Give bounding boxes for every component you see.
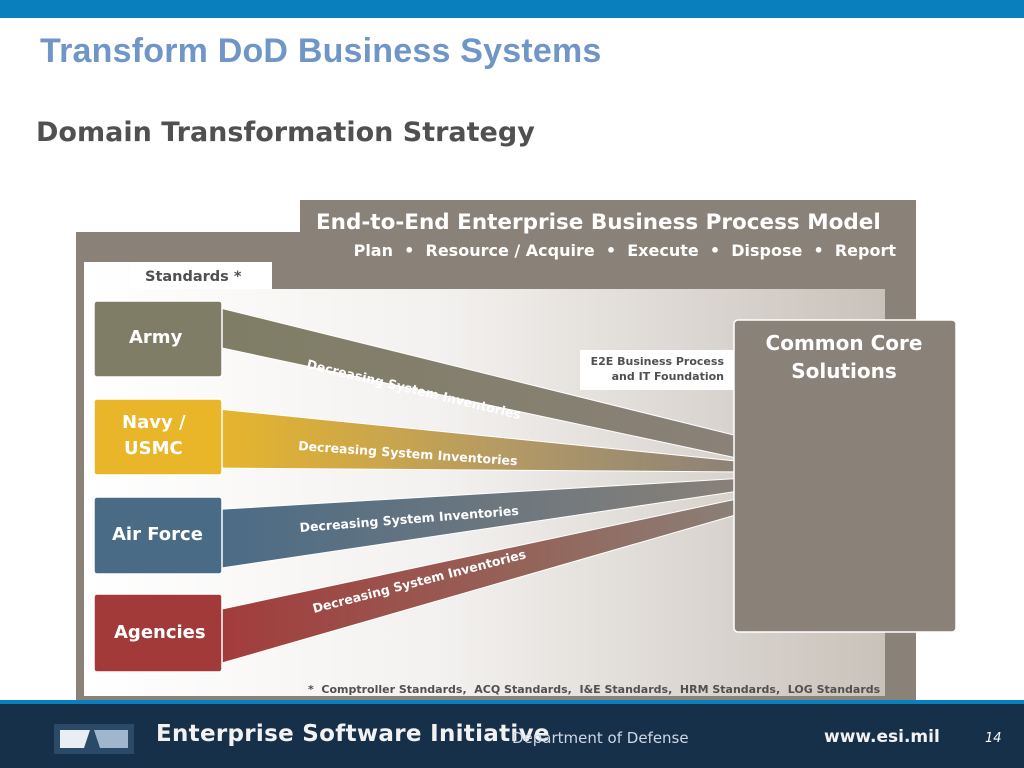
airforce-box	[93, 496, 223, 575]
diagram-title: Domain Transformation Strategy	[36, 117, 535, 148]
page-number: 14	[985, 731, 1002, 746]
slide-title: Transform DoD Business Systems	[40, 32, 602, 70]
army-label: Army	[129, 327, 183, 348]
footer-org-name: Enterprise Software Initiative	[156, 721, 550, 747]
agencies-label: Agencies	[114, 622, 206, 643]
esi-logo-icon	[54, 724, 134, 754]
agencies-box	[93, 593, 223, 673]
standards-label: Standards *	[145, 269, 242, 285]
model-title: End-to-End Enterprise Business Process M…	[316, 210, 881, 235]
common-core-line1: Common Core	[766, 331, 923, 355]
foundation-label-line2: and IT Foundation	[612, 370, 724, 383]
common-core-line2: Solutions	[791, 359, 897, 383]
footer-accent-band	[0, 700, 1024, 704]
footer-bar: Enterprise Software Initiative Departmen…	[0, 700, 1024, 768]
navy-label-line1: Navy /	[122, 412, 186, 433]
airforce-label: Air Force	[112, 524, 203, 545]
footer-url[interactable]: www.esi.mil	[824, 727, 940, 747]
standards-tab	[130, 262, 272, 289]
navy-box	[93, 398, 223, 476]
navy-label-line2: USMC	[124, 438, 183, 459]
footer-department: Department of Defense	[512, 729, 689, 747]
foundation-notch	[580, 350, 740, 390]
foundation-label-line1: E2E Business Process	[591, 355, 725, 368]
standards-footnote: * Comptroller Standards, ACQ Standards, …	[308, 683, 881, 696]
army-box	[93, 300, 223, 378]
top-accent-bar	[0, 0, 1024, 18]
common-core-box	[733, 319, 957, 633]
model-subtitle: Plan • Resource / Acquire • Execute • Di…	[354, 241, 897, 260]
